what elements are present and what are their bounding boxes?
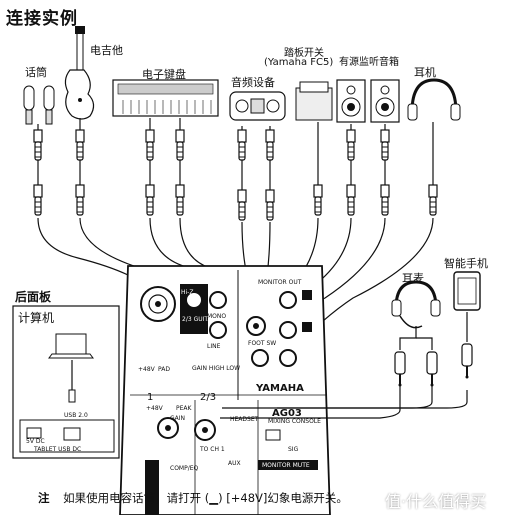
knobs xyxy=(145,417,318,515)
guitar-label: 电吉他 xyxy=(90,44,123,57)
footnote: 注 如果使用电容话筒，请打开 (▁) [+48V]幻象电源开关。 xyxy=(38,490,348,506)
guitar-input-label: 2/3 GUITAR xyxy=(182,316,216,323)
keyboard-label: 电子键盘 xyxy=(142,68,186,81)
line-label: LINE xyxy=(207,343,221,350)
keyboard-icon xyxy=(112,79,219,117)
mic-label: 话筒 xyxy=(25,66,47,79)
gain-switch-label: GAIN HIGH LOW xyxy=(192,365,241,372)
dc-label: 5V DC xyxy=(26,438,45,445)
usb-label: USB 2.0 xyxy=(64,412,88,419)
rear-panel-box xyxy=(12,305,120,459)
headphones-label: 耳机 xyxy=(414,66,436,79)
mixing-console-label: MIXING CONSOLE xyxy=(268,418,321,425)
aux-label: AUX xyxy=(228,460,241,467)
monitor-out-label: MONITOR OUT xyxy=(258,279,302,286)
mono-label: MONO xyxy=(207,313,227,320)
electric-guitar-icon xyxy=(64,26,95,120)
headset-phone-cables xyxy=(220,312,468,419)
footswitch-icon xyxy=(295,81,333,121)
footnote-text: 如果使用电容话筒，请打开 (▁) [+48V]幻象电源开关。 xyxy=(63,491,348,505)
footswitch-label: 踏板开关 xyxy=(284,48,324,59)
headset-phone-connectors xyxy=(394,343,473,388)
model-name: AG03 xyxy=(272,408,302,419)
peak-label: PEAK xyxy=(176,405,192,412)
hi-z-label: Hi-Z xyxy=(181,289,194,296)
studio-monitor-icon xyxy=(336,79,400,123)
brand-logo: YAMAHA xyxy=(256,383,304,394)
input-jacks xyxy=(180,284,266,339)
gain-knob-label: GAIN xyxy=(170,415,186,422)
headphones-icon xyxy=(407,78,461,121)
footswitch-model-label: (Yamaha FC5) xyxy=(264,57,334,68)
phantom-led-label: +48V xyxy=(146,405,163,412)
mixer-body xyxy=(119,265,331,515)
computer-label: 计算机 xyxy=(18,311,55,325)
monitors-label: 有源监听音箱 xyxy=(339,57,399,68)
channel-23-label: 2/3 xyxy=(200,392,217,403)
headset-section-label: HEADSET xyxy=(230,416,259,423)
headset-icon xyxy=(391,280,441,329)
to-ch1-label: TO CH 1 xyxy=(200,446,225,453)
combo-jack-icon xyxy=(140,286,176,322)
sig-label: SIG xyxy=(288,446,299,453)
page-title: 连接实例 xyxy=(6,9,78,29)
device-connectors xyxy=(33,129,438,221)
device-cables xyxy=(37,118,434,196)
audio-player-icon xyxy=(229,91,286,121)
headset-label: 耳麦 xyxy=(402,272,424,285)
monitor-mute-label: MONITOR MUTE xyxy=(262,462,310,469)
pad-label: PAD xyxy=(158,366,170,373)
tablet-label: TABLET USB DC xyxy=(34,446,82,453)
monitor-out-jacks xyxy=(251,290,312,367)
smartphone-icon xyxy=(453,271,481,311)
phantom-power-label: +48V xyxy=(138,366,155,373)
watermark: 值·什么值得买 xyxy=(385,492,487,511)
audio-device-label: 音频设备 xyxy=(231,76,275,89)
comp-eq-label: COMP/EQ xyxy=(170,465,199,472)
smartphone-label: 智能手机 xyxy=(444,257,488,270)
channel-1-label: 1 xyxy=(147,392,154,403)
rear-panel-heading: 后面板 xyxy=(15,290,52,304)
footnote-prefix: 注 xyxy=(38,491,50,505)
foot-sw-label: FOOT SW xyxy=(248,340,277,347)
microphone-icon xyxy=(23,85,55,125)
